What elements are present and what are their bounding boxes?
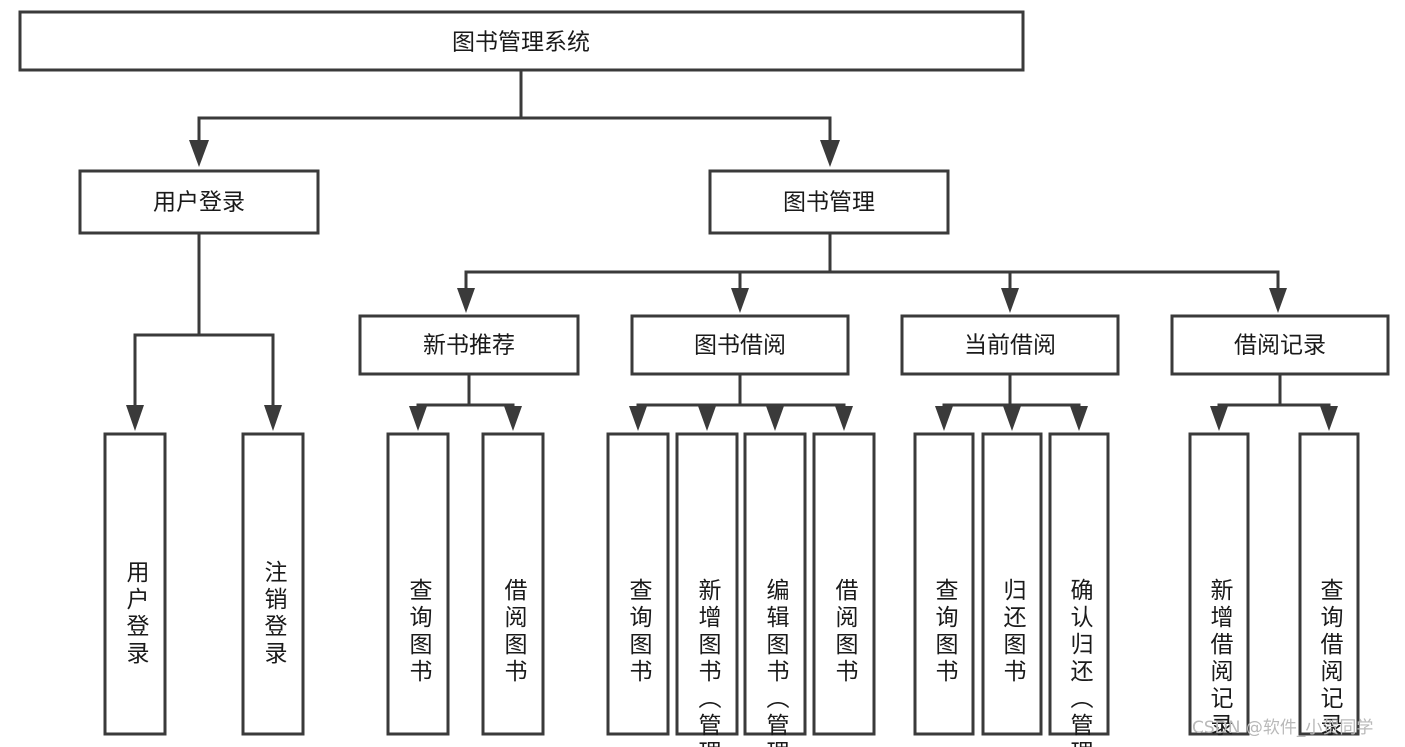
leaf-return-book-label: 归还图书: [999, 578, 1027, 686]
node-borrow-records-label: 借阅记录: [1234, 333, 1326, 359]
arrow-head-leaf-query-book-1: [409, 406, 427, 431]
arrow-head-user-login: [189, 140, 209, 167]
leaf-add-borrow-record-box[interactable]: [1188, 432, 1250, 736]
leaf-borrow-book-2[interactable]: 借阅图书: [812, 432, 876, 736]
node-user-login-label: 用户登录: [153, 190, 245, 216]
arrow-head-current-borrow: [1001, 288, 1019, 313]
arrow-head-leaf-user-login: [126, 405, 144, 431]
leaf-edit-book-admin[interactable]: 编辑图书（管理员）: [743, 432, 807, 747]
node-new-book-recommend-box[interactable]: [358, 314, 580, 376]
leaf-logout-label: 注销登录: [260, 560, 288, 668]
leaf-confirm-return-admin[interactable]: 确认归还（管理员）: [1048, 432, 1110, 747]
arrow-head-leaf-logout: [264, 405, 282, 431]
leaf-user-login[interactable]: 用户登录: [103, 432, 167, 736]
connector-group-user-login: [126, 231, 282, 431]
leaf-return-book-box[interactable]: [981, 432, 1043, 736]
leaf-user-login-box[interactable]: [103, 432, 167, 736]
node-new-book-recommend-label: 新书推荐: [423, 333, 515, 359]
leaf-borrow-book-1[interactable]: 借阅图书: [481, 432, 545, 736]
node-root-label: 图书管理系统: [452, 30, 590, 56]
connector-group-root: [189, 68, 840, 167]
arrow-head-leaf-query-record: [1320, 406, 1338, 431]
node-current-borrow[interactable]: 当前借阅: [900, 314, 1120, 376]
connector-group-book-mgmt: [457, 231, 1287, 313]
leaf-logout[interactable]: 注销登录: [241, 432, 305, 736]
arrow-head-leaf-confirm-return: [1070, 406, 1088, 431]
leaf-query-book-3[interactable]: 查询图书: [913, 432, 975, 736]
node-user-login[interactable]: 用户登录: [78, 169, 320, 235]
leaf-edit-book-admin-label: 编辑图书（管理员）: [762, 578, 790, 747]
arrow-head-new-books: [457, 288, 475, 313]
leaf-add-book-admin-box[interactable]: [675, 432, 739, 736]
leaf-confirm-return-admin-box[interactable]: [1048, 432, 1110, 736]
leaf-add-borrow-record[interactable]: 新增借阅记录: [1188, 432, 1250, 740]
connector-group-book-borrow: [629, 372, 853, 431]
arrow-head-leaf-query-book-2: [629, 406, 647, 431]
node-root[interactable]: 图书管理系统: [18, 10, 1025, 72]
leaf-logout-box[interactable]: [241, 432, 305, 736]
leaf-query-borrow-record[interactable]: 查询借阅记录: [1298, 432, 1360, 740]
arrow-head-borrow-records: [1269, 288, 1287, 313]
node-book-management-box[interactable]: [708, 169, 950, 235]
leaf-user-login-label: 用户登录: [122, 560, 150, 668]
arrow-head-book-mgmt: [820, 140, 840, 167]
leaf-query-book-2-label: 查询图书: [625, 578, 653, 686]
leaf-borrow-book-1-box[interactable]: [481, 432, 545, 736]
node-borrow-records[interactable]: 借阅记录: [1170, 314, 1390, 376]
leaf-borrow-book-2-box[interactable]: [812, 432, 876, 736]
node-book-management-label: 图书管理: [783, 190, 875, 216]
node-book-borrow-box[interactable]: [630, 314, 850, 376]
leaf-edit-book-admin-box[interactable]: [743, 432, 807, 736]
leaf-borrow-book-2-label: 借阅图书: [831, 578, 859, 686]
leaf-query-book-3-label: 查询图书: [931, 578, 959, 686]
node-borrow-records-box[interactable]: [1170, 314, 1390, 376]
node-user-login-box[interactable]: [78, 169, 320, 235]
arrow-head-leaf-borrow-book-1: [504, 406, 522, 431]
arrow-head-leaf-query-book-3: [935, 406, 953, 431]
csdn-watermark: CSDN @软件_小贺同学: [1192, 718, 1374, 738]
connector-group-new-books: [409, 372, 522, 431]
arrow-head-leaf-add-book: [698, 406, 716, 431]
leaf-confirm-return-admin-label: 确认归还（管理员）: [1066, 578, 1094, 747]
leaf-query-book-3-box[interactable]: [913, 432, 975, 736]
arrow-head-leaf-add-record: [1210, 406, 1228, 431]
arrow-head-leaf-return-book: [1003, 406, 1021, 431]
arrow-head-leaf-borrow-book-2: [835, 406, 853, 431]
leaf-query-book-1-box[interactable]: [386, 432, 450, 736]
node-current-borrow-box[interactable]: [900, 314, 1120, 376]
node-current-borrow-label: 当前借阅: [964, 333, 1056, 359]
node-book-borrow-label: 图书借阅: [694, 333, 786, 359]
leaf-query-book-1-label: 查询图书: [405, 578, 433, 686]
leaf-borrow-book-1-label: 借阅图书: [500, 578, 528, 686]
leaf-query-borrow-record-box[interactable]: [1298, 432, 1360, 736]
node-book-borrow[interactable]: 图书借阅: [630, 314, 850, 376]
leaf-add-book-admin[interactable]: 新增图书（管理员）: [675, 432, 739, 747]
node-new-book-recommend[interactable]: 新书推荐: [358, 314, 580, 376]
leaf-return-book[interactable]: 归还图书: [981, 432, 1043, 736]
leaf-add-book-admin-label: 新增图书（管理员）: [694, 578, 722, 747]
leaf-add-borrow-record-label: 新增借阅记录: [1206, 578, 1234, 740]
leaf-query-book-2-box[interactable]: [606, 432, 670, 736]
node-root-box[interactable]: [18, 10, 1025, 72]
node-book-management[interactable]: 图书管理: [708, 169, 950, 235]
leaf-query-book-1[interactable]: 查询图书: [386, 432, 450, 736]
connector-group-current-borrow: [935, 372, 1088, 431]
connector-group-borrow-records: [1210, 372, 1338, 431]
arrow-head-leaf-edit-book: [766, 406, 784, 431]
leaf-query-borrow-record-label: 查询借阅记录: [1316, 578, 1344, 740]
leaf-query-book-2[interactable]: 查询图书: [606, 432, 670, 736]
arrow-head-book-borrow: [731, 288, 749, 313]
